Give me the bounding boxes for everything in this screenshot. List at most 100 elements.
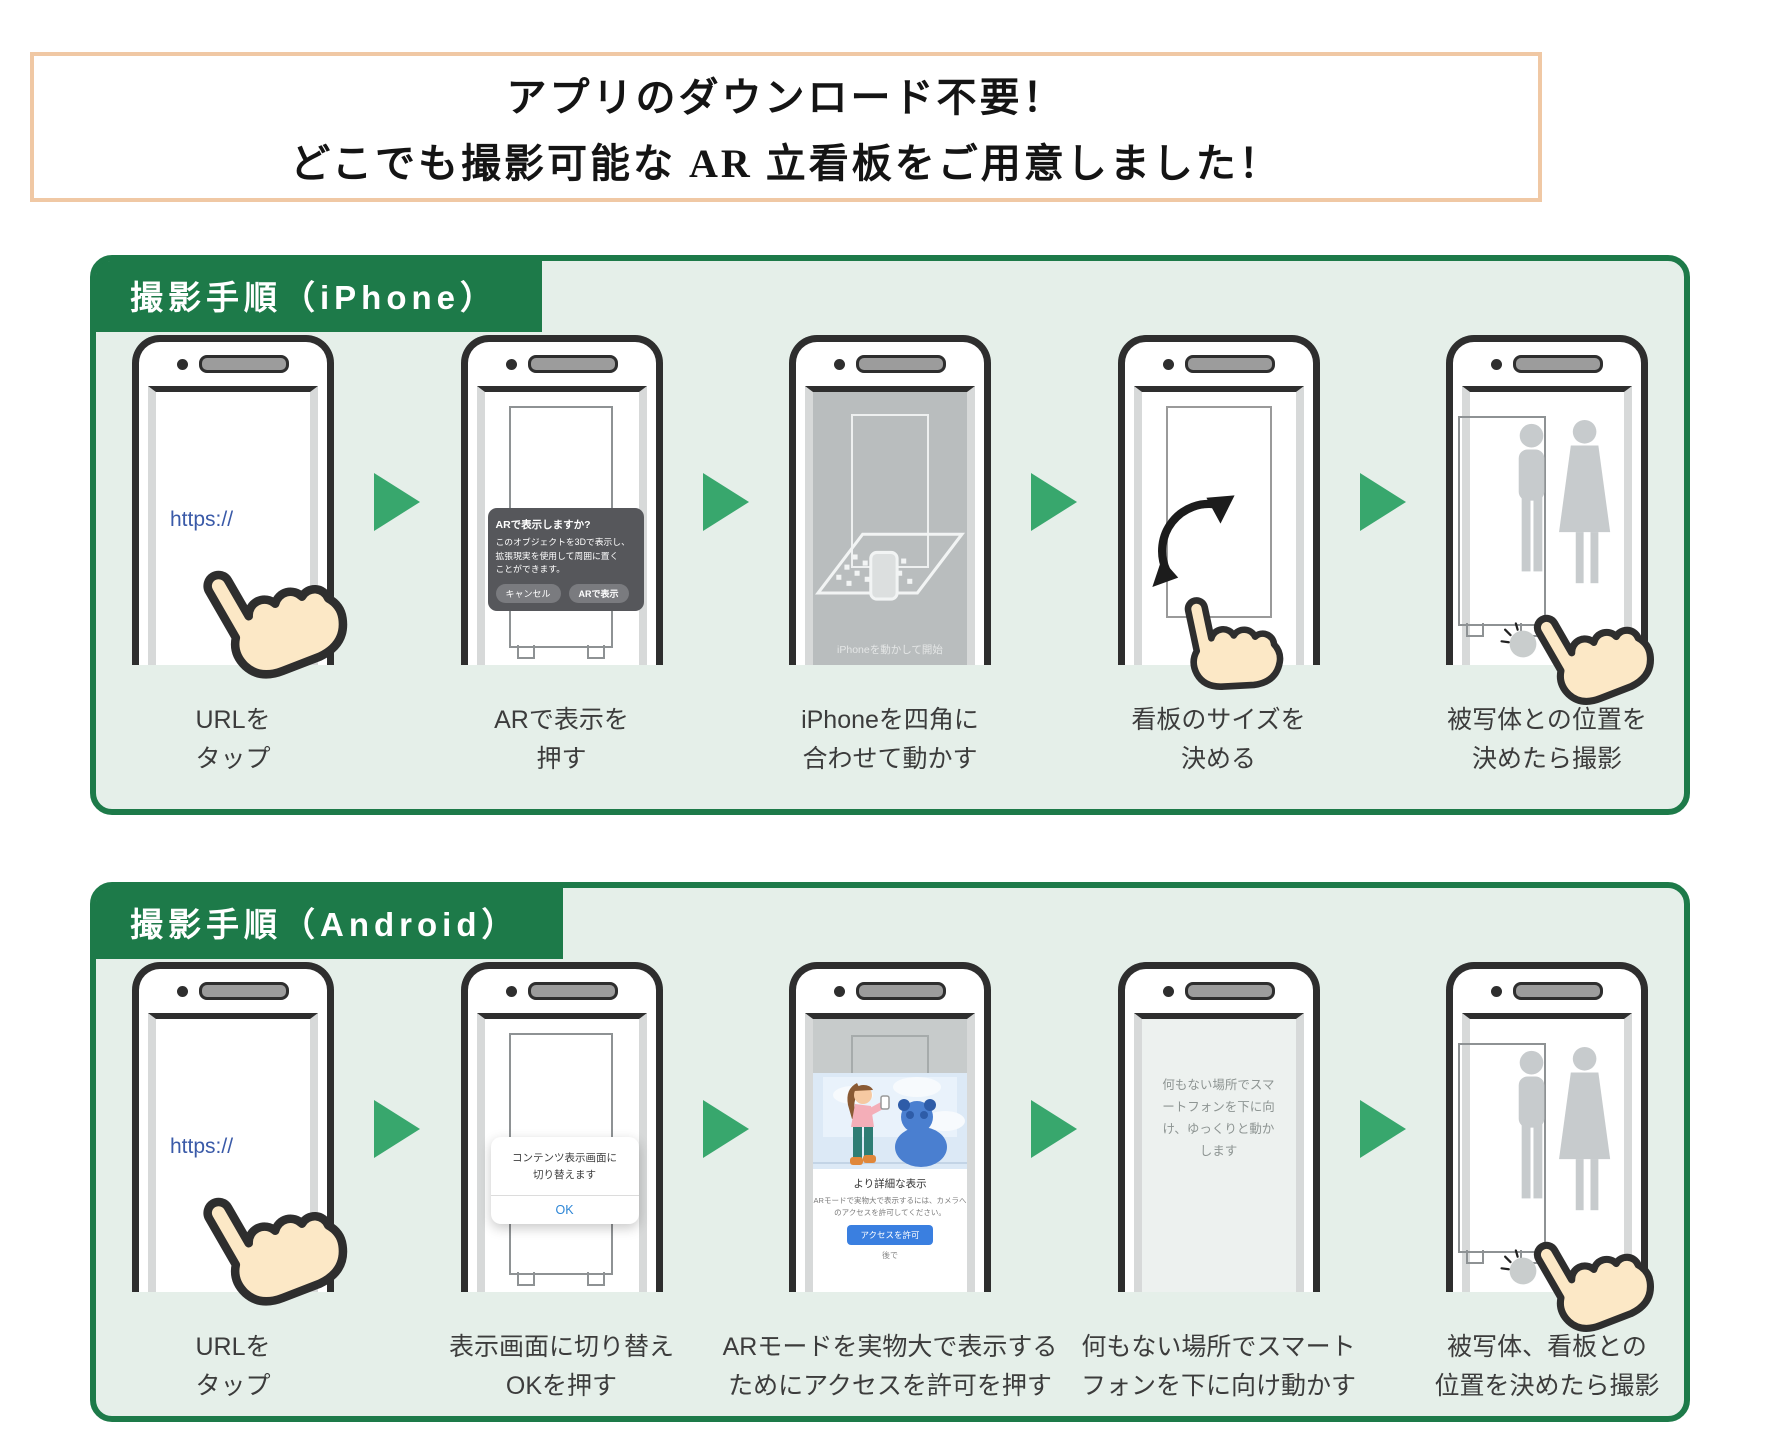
next-step-arrow-icon: [1031, 473, 1078, 531]
next-step-arrow-icon: [374, 473, 421, 531]
camera-dot-icon: [834, 358, 845, 370]
view-in-ar-button[interactable]: ARで表示: [568, 583, 629, 603]
speaker-slot-icon: [1513, 982, 1603, 1000]
speaker-slot-icon: [856, 982, 946, 1000]
step-iphone-ar-dialog: ARで表示しますか? このオブジェクトを3Dで表示し、 拡張現実を使用して周囲に…: [460, 335, 663, 779]
rotate-resize-arrow-icon: [1150, 486, 1244, 594]
iphone-steps-row: https:// URLを タップ ARで: [96, 335, 1684, 779]
speaker-slot-icon: [527, 355, 618, 373]
camera-dot-icon: [1162, 985, 1174, 997]
arrow-triangle: [374, 473, 421, 531]
phone-bezel: [796, 342, 984, 386]
phone-screen: [1133, 386, 1304, 665]
speaker-slot-icon: [199, 355, 289, 373]
phone-frame: ARで表示しますか? このオブジェクトを3Dで表示し、 拡張現実を使用して周囲に…: [460, 335, 663, 665]
phone-frame: iPhoneを動かして開始: [789, 335, 991, 665]
camera-dot-icon: [1491, 985, 1502, 997]
url-link[interactable]: https://: [170, 508, 234, 531]
phone-screen: https://: [148, 1013, 318, 1292]
step-caption: URLを タップ: [195, 706, 271, 773]
signboard-top-outline: [851, 1035, 929, 1073]
phone-bezel: [468, 969, 656, 1013]
ar-dialog-body: このオブジェクトを3Dで表示し、 拡張現実を使用して周囲に置く ことができます。: [495, 537, 630, 575]
phone-frame: [1117, 335, 1320, 665]
ar-dialog-title: ARで表示しますか?: [495, 519, 591, 531]
step-caption: iPhoneを四角に 合わせて動かす: [801, 706, 979, 773]
section-android: 撮影手順（Android） https:// URLを タップ: [90, 882, 1690, 1422]
next-step-arrow-icon: [374, 1100, 421, 1158]
arrow-triangle: [1031, 1100, 1078, 1158]
speaker-slot-icon: [1184, 982, 1275, 1000]
phone-screen: iPhoneを動かして開始: [805, 386, 975, 665]
section-android-title: 撮影手順（Android）: [130, 906, 520, 943]
step-android-shoot: 被写体、看板との 位置を決めたら撮影: [1434, 962, 1648, 1406]
pointing-hand-icon: [167, 1139, 380, 1350]
next-step-arrow-icon: [702, 473, 749, 531]
speaker-slot-icon: [1513, 355, 1603, 373]
ar-floor-plane-icon: [816, 532, 964, 601]
phone-screen: ARで表示しますか? このオブジェクトを3Dで表示し、 拡張現実を使用して周囲に…: [476, 386, 647, 665]
step-caption: ARモードを実物大で表示する ためにアクセスを許可を押す: [722, 1333, 1058, 1400]
phone-frame: [1446, 335, 1648, 665]
step-caption: URLを タップ: [195, 1333, 271, 1400]
content-switch-message: コンテンツ表示画面に 切り替えます: [512, 1152, 617, 1181]
next-step-arrow-icon: [1359, 473, 1406, 531]
signboard-outline: [1165, 406, 1272, 618]
section-iphone: 撮影手順（iPhone） https:// URLを タップ: [90, 255, 1690, 815]
phone-bezel: [139, 342, 327, 386]
next-step-arrow-icon: [1359, 1100, 1406, 1158]
speaker-slot-icon: [199, 982, 289, 1000]
phone-screen: より詳細な表示 ARモードで実物大で表示するには、カメラへ のアクセスを許可して…: [805, 1013, 975, 1292]
phone-bezel: [468, 342, 656, 386]
phone-frame: https://: [132, 962, 334, 1292]
url-link[interactable]: https://: [170, 1135, 234, 1158]
phone-bezel: [139, 969, 327, 1013]
phone-screen: [1458, 1013, 1632, 1292]
arrow-triangle: [1031, 473, 1078, 531]
ar-dialog-buttons: キャンセル ARで表示: [495, 583, 636, 603]
camera-dot-icon: [1491, 358, 1502, 370]
arrow-triangle: [1359, 473, 1406, 531]
step-android-camera-permission: より詳細な表示 ARモードで実物大で表示するには、カメラへ のアクセスを許可して…: [723, 962, 1057, 1406]
camera-dot-icon: [834, 985, 845, 997]
phone-bezel: [1453, 342, 1641, 386]
phone-frame: 何もない場所でスマ ートフォンを下に向 け、ゆっくりと動か します: [1117, 962, 1320, 1292]
step-android-url-tap: https:// URLを タップ: [132, 962, 334, 1406]
camera-dot-icon: [505, 985, 517, 997]
arrow-triangle: [702, 1100, 749, 1158]
step-caption: 看板のサイズを 決める: [1131, 706, 1306, 773]
permission-title: より詳細な表示: [853, 1178, 927, 1190]
step-caption: 被写体、看板との 位置を決めたら撮影: [1434, 1333, 1660, 1400]
phone-bezel: [1125, 969, 1313, 1013]
ok-button[interactable]: OK: [490, 1194, 639, 1224]
step-caption: 何もない場所でスマート フォンを下に向け動かす: [1080, 1333, 1357, 1400]
ar-illustration: [813, 1073, 967, 1169]
content-switch-dialog: コンテンツ表示画面に 切り替えます OK: [490, 1137, 639, 1224]
camera-view-band: [813, 1019, 967, 1073]
arrow-triangle: [702, 473, 749, 531]
later-link[interactable]: 後で: [882, 1251, 898, 1261]
arrow-triangle: [374, 1100, 421, 1158]
section-iphone-title-tab: 撮影手順（iPhone）: [96, 261, 543, 332]
phone-bezel: [1125, 342, 1313, 386]
step-caption: ARで表示を 押す: [494, 706, 629, 773]
allow-access-button[interactable]: アクセスを許可: [847, 1225, 933, 1246]
speaker-slot-icon: [1184, 355, 1275, 373]
arrow-triangle: [1359, 1100, 1406, 1158]
speaker-slot-icon: [856, 355, 946, 373]
move-to-start-prompt: iPhoneを動かして開始: [837, 644, 943, 656]
phone-frame: より詳細な表示 ARモードで実物大で表示するには、カメラへ のアクセスを許可して…: [789, 962, 991, 1292]
next-step-arrow-icon: [702, 1100, 749, 1158]
move-down-prompt: 何もない場所でスマ ートフォンを下に向 け、ゆっくりと動か します: [1162, 1078, 1275, 1158]
cancel-button[interactable]: キャンセル: [495, 583, 561, 603]
permission-sheet: より詳細な表示 ARモードで実物大で表示するには、カメラへ のアクセスを許可して…: [813, 1073, 967, 1292]
step-caption: 被写体との位置を 決めたら撮影: [1447, 706, 1647, 773]
speaker-slot-icon: [527, 982, 618, 1000]
step-iphone-shoot: 被写体との位置を 決めたら撮影: [1446, 335, 1648, 779]
section-iphone-title: 撮影手順（iPhone）: [130, 279, 499, 316]
section-android-title-tab: 撮影手順（Android）: [96, 888, 564, 959]
step-android-move-down: 何もない場所でスマ ートフォンを下に向 け、ゆっくりと動か します 何もない場所…: [1081, 962, 1356, 1406]
phone-frame: https://: [132, 335, 334, 665]
phone-bezel: [796, 969, 984, 1013]
